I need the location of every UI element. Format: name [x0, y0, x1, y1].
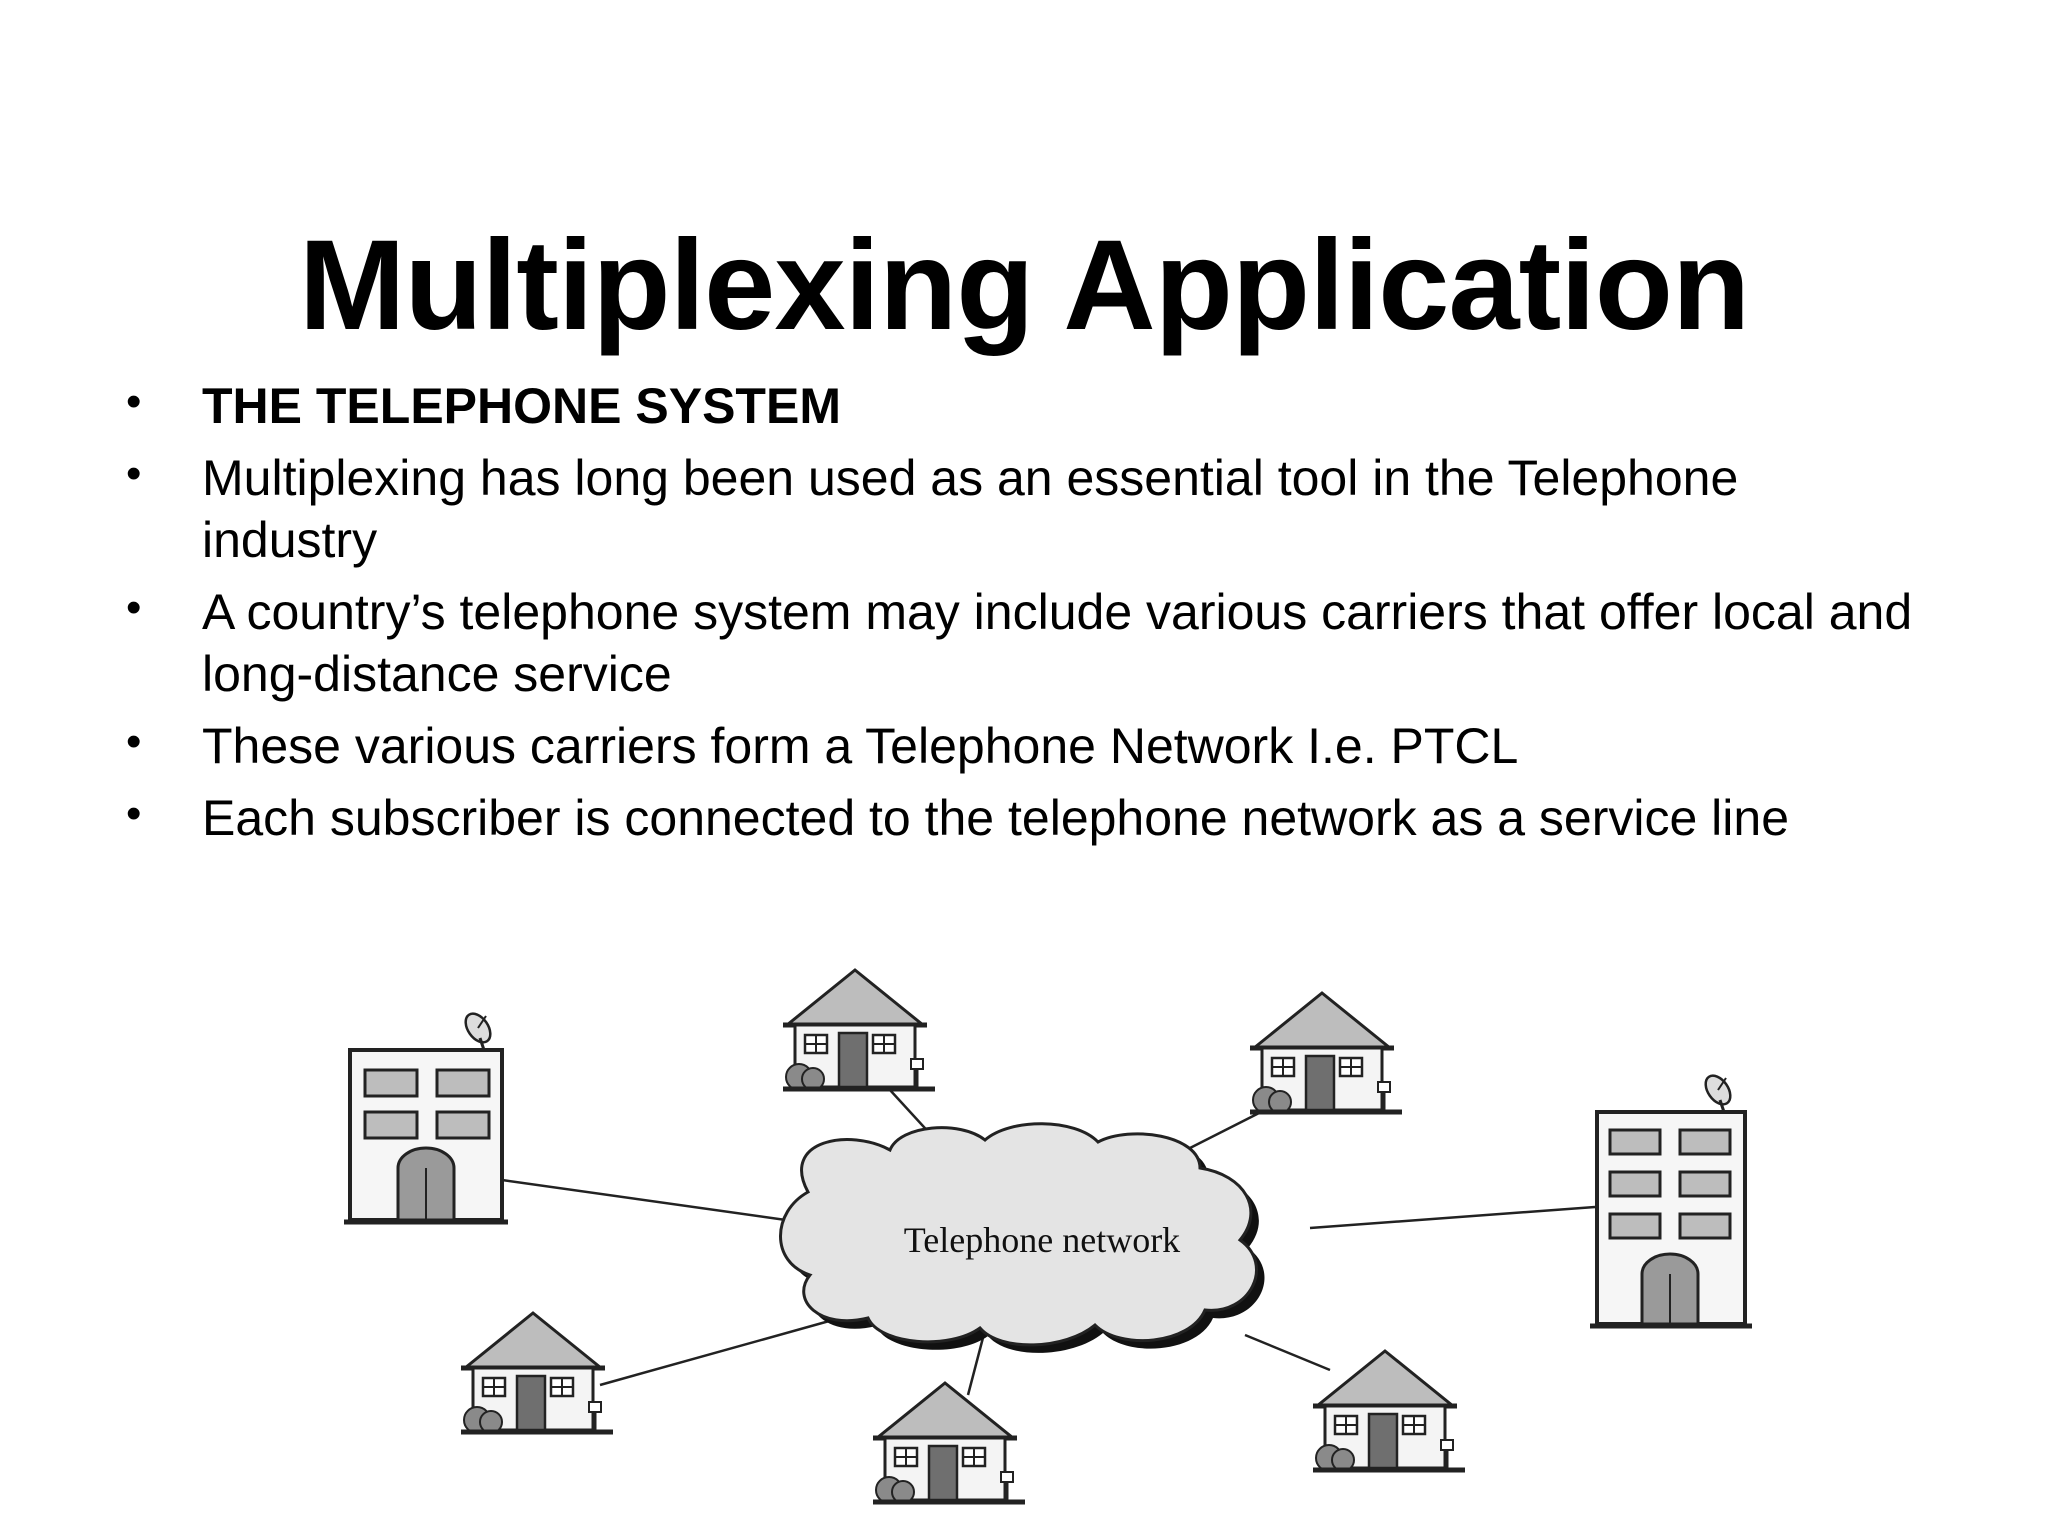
bullet-text: These various carriers form a Telephone … — [202, 718, 1519, 774]
house-icon — [873, 1383, 1025, 1503]
link-line — [1244, 1333, 1331, 1372]
bullet-text: Multiplexing has long been used as an es… — [202, 450, 1739, 568]
house-icon — [783, 970, 935, 1090]
link-line — [1189, 1108, 1266, 1150]
house-icon — [461, 1313, 613, 1433]
office-building-icon — [1590, 1069, 1752, 1329]
bullet-text: A country’s telephone system may include… — [202, 584, 1913, 702]
bullet-item: • Multiplexing has long been used as an … — [118, 447, 1918, 571]
bullet-text: Each subscriber is connected to the tele… — [202, 790, 1790, 846]
satellite-dish-icon — [459, 1007, 497, 1052]
link-line — [966, 1329, 987, 1396]
cloud-label: Telephone network — [904, 1220, 1180, 1260]
bullet-item: • THE TELEPHONE SYSTEM — [118, 375, 1918, 437]
bullet-glyph: • — [126, 789, 142, 838]
bullet-glyph: • — [126, 717, 142, 766]
bullet-item: • These various carriers form a Telephon… — [118, 715, 1918, 777]
bullet-list: • THE TELEPHONE SYSTEM • Multiplexing ha… — [118, 375, 1918, 859]
office-building-icon — [344, 1007, 508, 1225]
bullet-glyph: • — [126, 583, 142, 632]
bullet-item: • A country’s telephone system may inclu… — [118, 581, 1918, 705]
house-icon — [1313, 1351, 1465, 1471]
bullet-glyph: • — [126, 377, 142, 426]
link-line — [599, 1316, 841, 1387]
connection-lines — [501, 1089, 1596, 1396]
bullet-item: • Each subscriber is connected to the te… — [118, 787, 1918, 849]
cloud-icon: Telephone network — [779, 1122, 1265, 1353]
slide-title: Multiplexing Application — [298, 213, 1750, 357]
link-line — [1309, 1205, 1596, 1230]
bullet-glyph: • — [126, 449, 142, 498]
house-icon — [1250, 993, 1402, 1113]
bullet-text: THE TELEPHONE SYSTEM — [202, 378, 841, 434]
link-line — [501, 1178, 801, 1224]
satellite-dish-icon — [1699, 1069, 1737, 1114]
